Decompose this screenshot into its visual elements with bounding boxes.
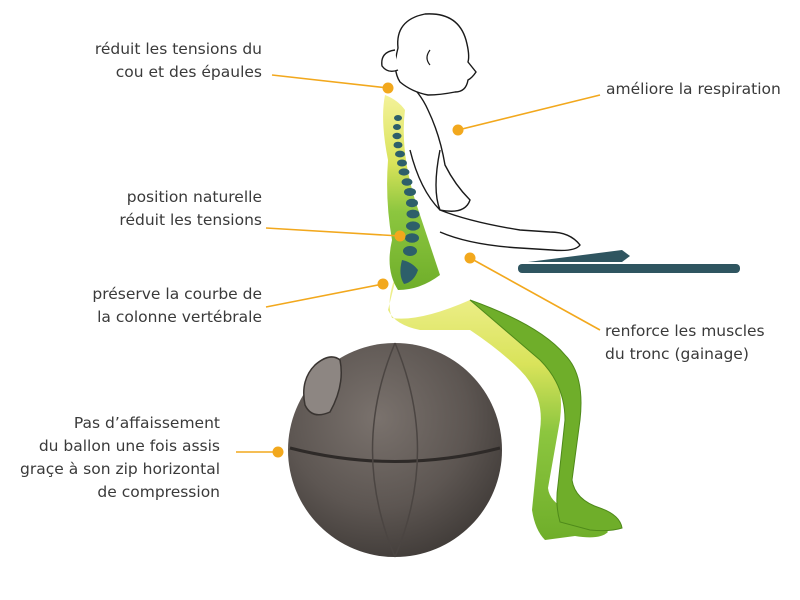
label-breathing: améliore la respiration [606,78,781,101]
callout-line-neck [271,74,389,89]
callout-dot-neck [382,82,394,94]
callout-dot-breathing [452,124,464,136]
label-line: Pas d’affaissement [73,414,220,432]
label-line: du ballon une fois assis [38,437,220,455]
label-line: renforce les muscles [605,322,765,340]
vertebra [393,141,403,149]
ball-seam-meridian-2 [394,342,419,558]
label-line: la colonne vertébrale [97,308,262,326]
vertebra [406,198,418,208]
label-ball: Pas d’affaissement du ballon une fois as… [20,412,220,504]
person-arm [435,149,581,252]
vertebra [395,150,405,158]
person-leg-back [469,299,623,532]
label-line: réduit les tensions [119,211,262,229]
callout-line-core [469,257,601,331]
vertebra [406,209,420,219]
label-spine-curve: préserve la courbe de la colonne vertébr… [92,283,262,329]
ball-seam-meridian [371,342,396,558]
label-line: cou et des épaules [115,63,262,81]
ball-handle [303,356,342,416]
label-line: graçe à son zip horizontal [20,460,220,478]
vertebra [398,168,410,176]
desk [518,250,740,273]
vertebra [394,115,402,121]
keyboard [528,250,630,262]
ball-seam [289,446,501,463]
label-posture: position naturelle réduit les tensions [119,186,262,232]
person [381,13,623,540]
person-hair-bun [381,49,399,73]
vertebra [406,221,420,231]
vertebra [393,124,401,130]
label-line: améliore la respiration [606,80,781,98]
callout-line-breathing [457,94,601,131]
person-torso-outline [404,79,471,212]
vertebra [397,159,407,167]
label-core: renforce les muscles du tronc (gainage) [605,320,765,366]
callout-dot-posture [394,230,406,242]
callout-dot-core [464,252,476,264]
label-neck: réduit les tensions du cou et des épaule… [95,38,262,84]
sacrum [400,260,418,284]
label-line: préserve la courbe de [92,285,262,303]
desk-top [518,264,740,273]
callout-line-spine-curve [265,283,384,308]
callout-dot-ball [272,446,284,458]
vertebra [403,246,417,256]
callout-dot-spine-curve [377,278,389,290]
person-head [394,13,477,96]
label-line: position naturelle [126,188,262,206]
person-ear [426,49,431,66]
vertebra [401,178,413,186]
label-line: du tronc (gainage) [605,345,749,363]
label-line: réduit les tensions du [94,40,262,58]
label-line: de compression [97,483,220,501]
ball-sphere [288,343,502,557]
vertebra [404,188,416,196]
vertebra [405,233,419,243]
callouts [236,74,601,458]
callout-line-posture [265,227,401,237]
fitness-ball [288,342,502,558]
spine [392,115,420,284]
vertebra [392,132,402,140]
